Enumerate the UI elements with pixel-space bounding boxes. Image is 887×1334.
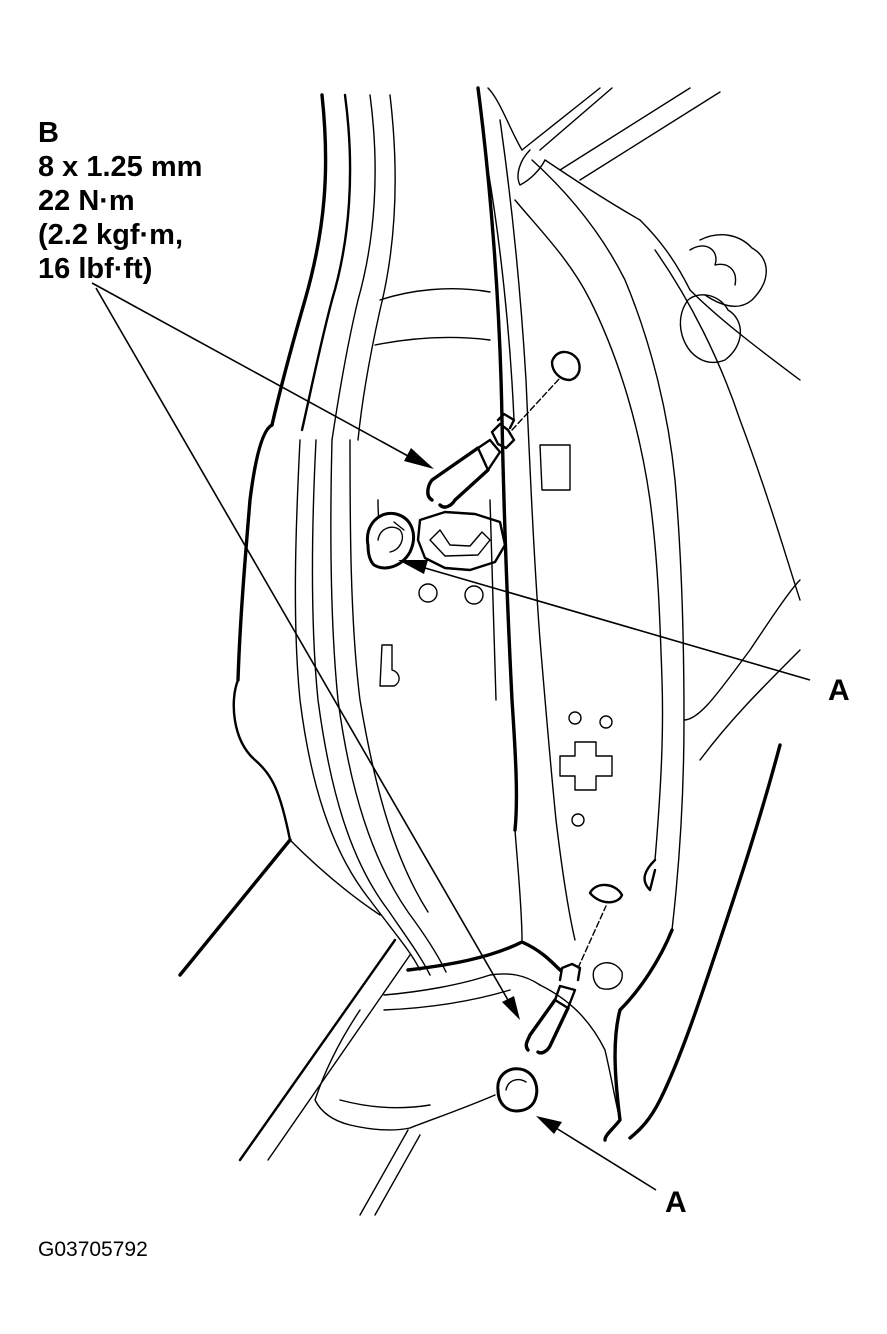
callout-a-lower-label: A: [665, 1186, 687, 1219]
upper-plug-a: [365, 511, 415, 570]
door-frame-upper: [487, 87, 801, 601]
rocker-sill: [238, 938, 621, 1216]
callout-b-torque-lbfft: 16 lbf·ft): [38, 253, 153, 285]
callout-b-torque-nm: 22 N·m: [38, 185, 135, 217]
lower-plug-a: [496, 1067, 539, 1113]
callout-b-torque-kgfm: (2.2 kgf·m,: [38, 219, 184, 251]
leader-b-lower: [95, 287, 520, 1020]
retainer-clip: [416, 510, 507, 572]
leader-a-upper: [398, 560, 811, 681]
leader-b-upper: [91, 282, 434, 469]
lower-bolt: [524, 905, 607, 1055]
callout-a-upper-label: A: [828, 674, 850, 707]
pillar-inner-lines: [294, 288, 491, 976]
callout-b-letter: B: [38, 117, 59, 149]
upper-bolt: [426, 377, 561, 509]
figure-id: G03705792: [38, 1238, 148, 1261]
callout-b-spec: B 8 x 1.25 mm 22 N·m (2.2 kgf·m, 16 lbf·…: [38, 116, 202, 286]
callout-b-thread: 8 x 1.25 mm: [38, 151, 203, 183]
pillar-holes: [379, 350, 624, 990]
pillar-right-contour: [476, 86, 801, 1142]
leader-a-lower: [536, 1116, 657, 1191]
pillar-left-edge: [178, 93, 396, 977]
